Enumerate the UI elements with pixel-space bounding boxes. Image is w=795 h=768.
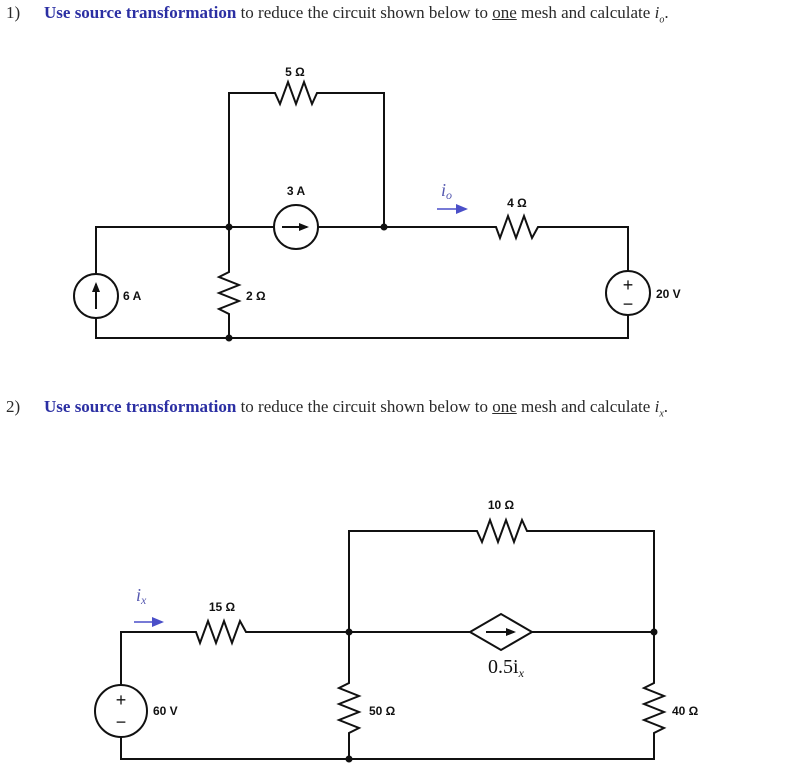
statement-text: mesh and calculate: [516, 397, 655, 416]
circuit-2: 10 Ω ix 15 Ω 0.5ix + − 60 V 50 Ω 40 Ω: [94, 498, 699, 763]
current-symbol: i: [441, 180, 446, 200]
variable: i: [654, 3, 660, 22]
resistor-50-ohm: [336, 680, 362, 738]
current-ix-label: ix: [136, 585, 147, 607]
wire: [120, 737, 655, 760]
resistor-2-ohm-label: 2 Ω: [246, 289, 266, 303]
period: .: [664, 3, 669, 22]
plus-sign: +: [116, 690, 127, 710]
current-source-6a: [73, 273, 119, 319]
resistor-40-ohm-label: 40 Ω: [672, 704, 699, 718]
minus-sign: −: [623, 294, 634, 314]
wire: [95, 226, 274, 274]
variable-subscript: x: [659, 408, 664, 420]
resistor-5-ohm-label: 5 Ω: [285, 65, 305, 79]
wire: [320, 92, 385, 227]
node-dot: [650, 628, 658, 636]
underlined-word: one: [492, 397, 517, 416]
wire: [543, 226, 629, 271]
resistor-50-ohm-label: 50 Ω: [369, 704, 396, 718]
current-source-3a-label: 3 A: [287, 184, 306, 198]
dependent-source-subscript: x: [518, 666, 525, 680]
dependent-current-source: [468, 612, 534, 652]
problem-1-statement: 1) Use source transformation to reduce th…: [0, 3, 669, 25]
wire: [348, 530, 473, 632]
resistor-2-ohm: [216, 268, 242, 318]
period: .: [663, 397, 669, 416]
node-dot: [380, 223, 388, 231]
current-source-6a-label: 6 A: [123, 289, 142, 303]
resistor-40-ohm: [641, 680, 667, 738]
node-dot: [225, 334, 233, 342]
dependent-source-value: 0.5i: [488, 656, 519, 678]
current-io-label: io: [441, 180, 452, 202]
wire: [95, 315, 629, 339]
resistor-15-ohm: [193, 618, 253, 646]
resistor-10-ohm-label: 10 Ω: [488, 498, 515, 512]
node-dot: [345, 628, 353, 636]
voltage-source-20v: [605, 270, 651, 316]
node-dot: [345, 755, 353, 763]
highlight-phrase: Use source transformation: [44, 3, 237, 22]
current-symbol: i: [136, 585, 141, 605]
variable: i: [654, 397, 660, 416]
current-subscript: o: [446, 188, 452, 202]
voltage-source-20v-label: 20 V: [656, 287, 681, 301]
voltage-source-60v: [94, 684, 148, 738]
resistor-10-ohm: [473, 517, 530, 545]
wire: [228, 92, 270, 227]
minus-sign: −: [116, 712, 127, 732]
problem-number: 1): [6, 3, 21, 22]
circuit-1: 5 Ω 3 A io 4 Ω 6 A 2 Ω + − 20 V: [73, 65, 681, 342]
problem-number: 2): [6, 397, 21, 416]
resistor-4-ohm: [492, 213, 543, 241]
current-source-3a: [273, 204, 319, 250]
statement-text: to reduce the circuit shown below to: [236, 397, 493, 416]
resistor-5-ohm: [270, 79, 320, 107]
current-subscript: x: [140, 593, 147, 607]
dependent-source-label: 0.5ix: [488, 656, 525, 680]
plus-sign: +: [623, 275, 634, 295]
statement-text: mesh and calculate: [516, 3, 655, 22]
voltage-source-60v-label: 60 V: [153, 704, 178, 718]
resistor-4-ohm-label: 4 Ω: [507, 196, 527, 210]
statement-text: to reduce the circuit shown below to: [236, 3, 493, 22]
wire: [530, 530, 655, 680]
underlined-word: one: [492, 3, 517, 22]
problem-2-statement: 2) Use source transformation to reduce th…: [0, 397, 668, 419]
resistor-15-ohm-label: 15 Ω: [209, 600, 236, 614]
variable-subscript: o: [659, 14, 665, 26]
wire: [120, 631, 193, 685]
node-dot: [225, 223, 233, 231]
highlight-phrase: Use source transformation: [44, 397, 237, 416]
